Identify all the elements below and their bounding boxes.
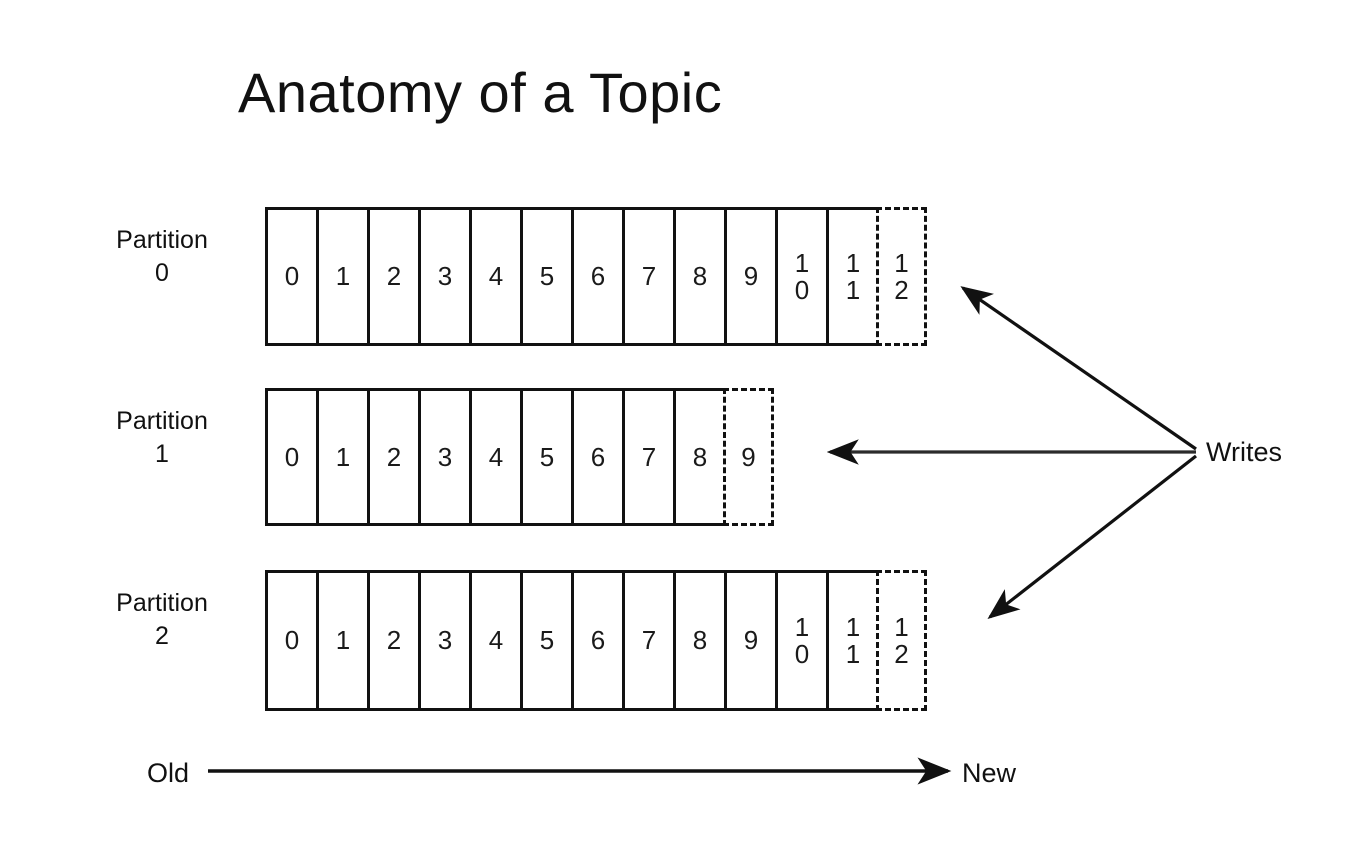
message-cell[interactable]: 8 (673, 207, 724, 346)
message-offset: 1 0 (794, 611, 810, 669)
message-offset: 4 (488, 625, 504, 655)
message-cell[interactable]: 7 (622, 570, 673, 711)
message-offset: 9 (743, 625, 759, 655)
partition-label-0: Partition 0 (62, 224, 262, 290)
message-cell[interactable]: 5 (520, 388, 571, 526)
message-offset: 1 (335, 441, 351, 472)
message-cell[interactable]: 0 (265, 388, 316, 526)
message-cell[interactable]: 8 (673, 388, 724, 526)
message-offset: 8 (692, 625, 708, 655)
message-offset: 6 (590, 441, 606, 472)
writes-arrow-partition-2 (987, 454, 1197, 619)
message-cell[interactable]: 4 (469, 388, 520, 526)
message-offset: 1 1 (845, 611, 861, 669)
pending-write-cell[interactable]: 1 2 (876, 570, 927, 711)
message-offset: 7 (641, 441, 657, 472)
message-offset: 8 (692, 261, 708, 291)
message-cell[interactable]: 7 (622, 207, 673, 346)
message-offset: 2 (386, 441, 402, 472)
message-offset: 9 (741, 441, 756, 472)
axis-label-new: New (962, 758, 1017, 788)
message-cell[interactable]: 0 (265, 207, 316, 346)
message-offset: 1 1 (845, 247, 861, 305)
message-cell[interactable]: 3 (418, 207, 469, 346)
message-offset: 2 (386, 261, 402, 291)
message-cell[interactable]: 1 1 (826, 207, 877, 346)
message-offset: 0 (284, 625, 300, 655)
message-cell[interactable]: 9 (724, 207, 775, 346)
message-offset: 9 (743, 261, 759, 291)
message-offset: 1 2 (894, 247, 909, 305)
message-offset: 8 (692, 441, 708, 472)
partition-row-0: 0 1 2 3 4 5 6 7 8 9 1 0 1 1 1 2 (265, 207, 927, 346)
message-cell[interactable]: 1 (316, 570, 367, 711)
message-offset: 5 (539, 625, 555, 655)
message-cell[interactable]: 2 (367, 207, 418, 346)
message-offset: 1 (335, 261, 351, 291)
partition-label-1: Partition 1 (62, 405, 262, 471)
partition-label-1-name: Partition (116, 407, 208, 435)
message-offset: 6 (590, 625, 606, 655)
message-cell[interactable]: 9 (724, 570, 775, 711)
partition-label-2-name: Partition (116, 589, 208, 617)
partition-label-0-name: Partition (116, 226, 208, 254)
message-cell[interactable]: 1 (316, 388, 367, 526)
message-offset: 3 (437, 261, 453, 291)
message-cell[interactable]: 7 (622, 388, 673, 526)
message-offset: 1 0 (794, 247, 810, 305)
partition-label-1-index: 1 (155, 440, 169, 468)
message-offset: 5 (539, 441, 555, 472)
message-offset: 4 (488, 441, 504, 472)
message-offset: 2 (386, 625, 402, 655)
message-offset: 7 (641, 625, 657, 655)
partition-row-1: 0 1 2 3 4 5 6 7 8 9 (265, 388, 774, 526)
partition-label-2-index: 2 (155, 622, 169, 650)
message-cell[interactable]: 3 (418, 388, 469, 526)
message-cell[interactable]: 1 (316, 207, 367, 346)
message-cell[interactable]: 2 (367, 388, 418, 526)
message-offset: 0 (284, 261, 300, 291)
message-cell[interactable]: 6 (571, 388, 622, 526)
message-cell[interactable]: 8 (673, 570, 724, 711)
message-cell[interactable]: 1 0 (775, 570, 826, 711)
message-offset: 4 (488, 261, 504, 291)
page-title: Anatomy of a Topic (238, 61, 723, 124)
message-cell[interactable]: 1 0 (775, 207, 826, 346)
message-cell[interactable]: 5 (520, 570, 571, 711)
message-cell[interactable]: 4 (469, 207, 520, 346)
axis-label-old: Old (147, 758, 190, 788)
message-cell[interactable]: 1 1 (826, 570, 877, 711)
message-offset: 7 (641, 261, 657, 291)
message-cell[interactable]: 6 (571, 570, 622, 711)
message-offset: 3 (437, 441, 453, 472)
partition-label-2: Partition 2 (62, 587, 262, 653)
message-offset: 1 (335, 625, 351, 655)
message-cell[interactable]: 0 (265, 570, 316, 711)
message-cell[interactable]: 2 (367, 570, 418, 711)
message-cell[interactable]: 4 (469, 570, 520, 711)
message-offset: 6 (590, 261, 606, 291)
pending-write-cell[interactable]: 9 (723, 388, 774, 526)
message-offset: 3 (437, 625, 453, 655)
message-cell[interactable]: 6 (571, 207, 622, 346)
partition-row-2: 0 1 2 3 4 5 6 7 8 9 1 0 1 1 1 2 (265, 570, 927, 711)
message-offset: 5 (539, 261, 555, 291)
writes-label: Writes (1206, 437, 1283, 467)
pending-write-cell[interactable]: 1 2 (876, 207, 927, 346)
message-cell[interactable]: 5 (520, 207, 571, 346)
message-cell[interactable]: 3 (418, 570, 469, 711)
partition-label-0-index: 0 (155, 259, 169, 287)
message-offset: 0 (284, 441, 300, 472)
message-offset: 1 2 (894, 611, 909, 669)
writes-arrow-partition-0 (960, 286, 1197, 451)
